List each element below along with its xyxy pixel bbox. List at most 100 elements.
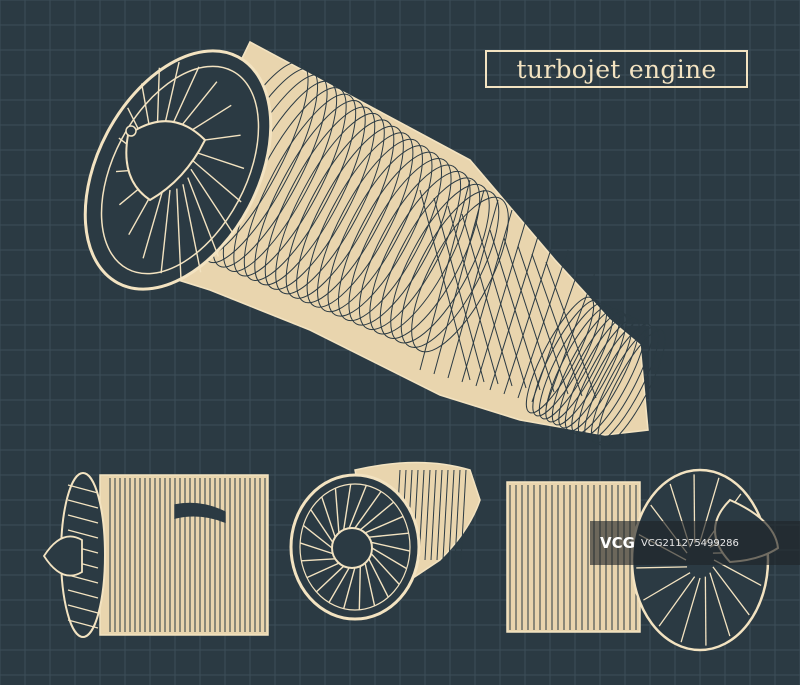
nozzle-ring [597, 329, 666, 447]
lattice-line [517, 249, 569, 399]
casing-ring [285, 119, 395, 299]
casing-ring [358, 164, 462, 331]
exhaust-nozzle [525, 296, 666, 447]
spinner-cone [125, 120, 207, 202]
side-blade [67, 619, 99, 629]
nozzle-ring [577, 320, 647, 438]
casing-ring [296, 125, 404, 304]
casing-ring [243, 93, 357, 281]
front-fan-blade [364, 515, 404, 534]
lattice-line [531, 259, 583, 403]
front-fan-blade [302, 524, 333, 549]
casing-ring [390, 183, 490, 344]
side-blade [67, 514, 99, 524]
lattice-line [461, 209, 513, 383]
front-fan-blades [299, 484, 411, 610]
front-fan-blade [358, 566, 362, 610]
front-fan-blade [359, 501, 395, 531]
side-blade [67, 574, 99, 584]
fan-blade [190, 150, 245, 170]
oblique-fan-blade [636, 566, 688, 569]
front-fan-blade [368, 532, 409, 538]
front-view-drawing [289, 461, 481, 621]
casing-ring [317, 138, 423, 313]
nozzle-ring [571, 317, 640, 435]
nozzle-ring [532, 299, 601, 417]
fan-blade [182, 184, 202, 273]
lattice-line [475, 221, 527, 389]
watermark-logo: VCG [600, 534, 635, 552]
combustor-lattice [419, 179, 597, 407]
title-box: turbojet engine [485, 50, 748, 88]
oblique-fan-blade [643, 572, 691, 601]
side-spinner [42, 535, 83, 577]
lattice-line [503, 239, 555, 395]
front-body-line [460, 469, 467, 561]
casing-ring [254, 100, 366, 286]
side-blade [67, 589, 99, 599]
nozzle-ring [564, 314, 634, 432]
front-fan-blade [354, 491, 382, 529]
lattice-line [419, 189, 471, 381]
lattice-line [447, 205, 499, 385]
oblique-fan-blade [658, 576, 696, 627]
casing-ring [348, 158, 452, 326]
front-body-line [448, 469, 455, 561]
lattice-line [461, 213, 513, 387]
casing-ring [369, 170, 471, 335]
lattice-line [489, 229, 541, 391]
nozzle-ring [590, 326, 660, 444]
front-fan-blade [371, 547, 408, 570]
front-fan-blade [321, 496, 336, 538]
casing-ring [379, 177, 481, 339]
side-view-drawing [42, 472, 269, 638]
nozzle-ring [584, 323, 653, 441]
lattice-line [419, 179, 471, 371]
watermark: VCG VCG211275499286 [590, 521, 800, 565]
nozzle-ring [538, 302, 608, 420]
front-fan-blade [368, 558, 389, 598]
fan-blade [187, 177, 220, 257]
front-fan-blade [348, 485, 367, 529]
front-body-line [454, 469, 461, 561]
oblique-fan-blade [680, 577, 701, 643]
front-fan-blade [310, 509, 334, 543]
casing-ring [400, 190, 500, 348]
fan-blade [176, 81, 218, 132]
lattice-line [475, 219, 527, 387]
nozzle-ring [558, 311, 627, 429]
front-fan-blade [370, 553, 400, 585]
lattice-line [447, 199, 499, 379]
fan-blade [169, 66, 200, 131]
front-fan-blade [371, 541, 411, 552]
front-body-line [442, 469, 449, 561]
front-fan-blade [328, 567, 350, 603]
engine-casing-lines [191, 61, 509, 353]
page-title: turbojet engine [516, 54, 717, 84]
nozzle-ring [551, 308, 621, 426]
fan-blade [160, 189, 171, 274]
lattice-line [433, 189, 485, 375]
casing-ring [264, 106, 376, 290]
front-fan-blade [306, 562, 340, 579]
oblique-fan-blade [704, 576, 707, 646]
front-hub [331, 527, 373, 569]
watermark-id: VCG211275499286 [640, 537, 739, 549]
front-body-line [424, 469, 431, 561]
lattice-line [545, 269, 597, 407]
fan-blade [190, 168, 233, 233]
front-fan-blade [299, 542, 334, 555]
fan-blade [162, 61, 180, 132]
nozzle-ring [545, 305, 614, 423]
front-fan-blade [342, 484, 352, 530]
casing-ring [337, 151, 443, 322]
front-fan-blade [334, 488, 340, 533]
fan-blade [191, 159, 242, 203]
front-fan-blade [343, 567, 356, 609]
oblique-fan-blade [712, 566, 750, 616]
side-pipe [174, 502, 226, 524]
intake-inner-ring [100, 65, 260, 275]
lattice-line [433, 197, 485, 383]
